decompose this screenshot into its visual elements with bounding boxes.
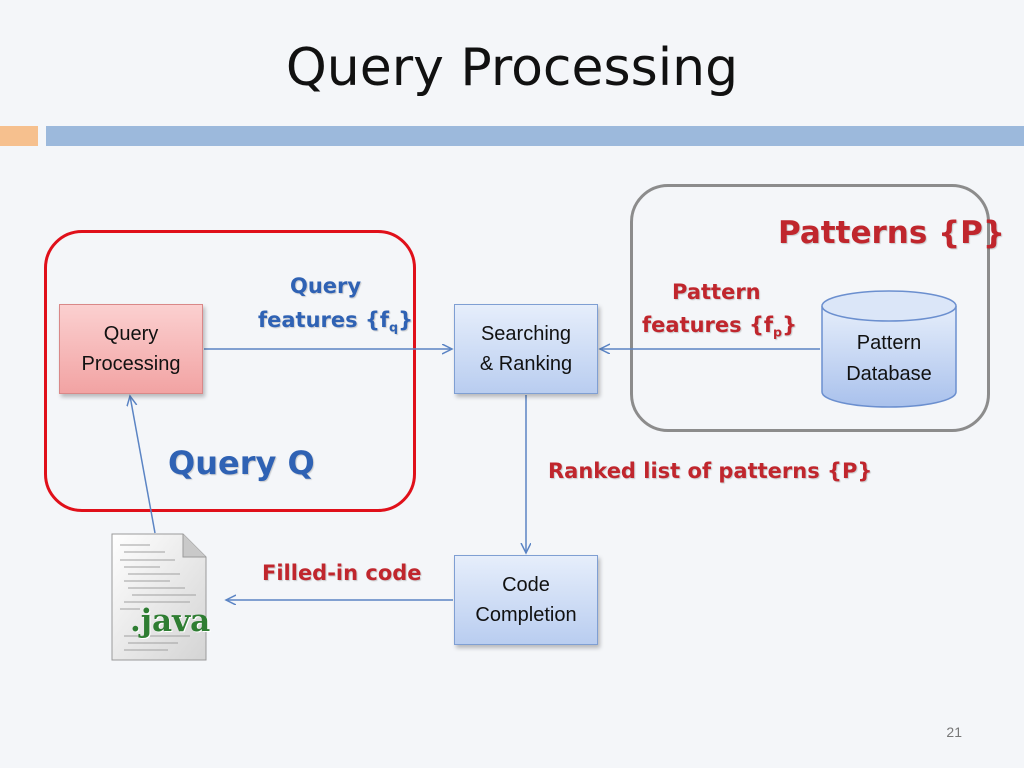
slide-title: Query Processing [285, 38, 739, 98]
patterns-p-label: Patterns {P} [778, 215, 1005, 251]
query-processing-box: Query Processing [59, 304, 203, 394]
pattern-database-line1: Pattern [856, 332, 922, 354]
java-file-label: .java [130, 603, 211, 639]
code-completion-line2: Completion [475, 604, 577, 626]
code-completion-line1: Code [502, 574, 550, 596]
query-processing-line2: Processing [81, 353, 181, 375]
pattern-database-line2: Database [846, 363, 932, 385]
pattern-database-label: Pattern Database [822, 328, 956, 390]
page-number: 21 [946, 724, 962, 740]
searching-ranking-line1: Searching [480, 323, 572, 345]
query-processing-line1: Query [103, 323, 159, 345]
query-features-label-line2: features {fq} [258, 308, 414, 335]
pattern-features-label-line2: features {fp} [642, 313, 798, 340]
filled-in-code-label: Filled-in code [262, 561, 422, 585]
query-region [44, 230, 416, 512]
query-features-label-line1: Query [290, 274, 362, 298]
ranked-list-label: Ranked list of patterns {P} [548, 459, 873, 483]
title-rule-accent [0, 126, 38, 146]
pattern-features-label-line1: Pattern [672, 280, 761, 304]
java-file-icon [111, 533, 207, 661]
title-rule [46, 126, 1024, 146]
query-q-label: Query Q [168, 444, 315, 482]
arrow-file-to-query [130, 396, 156, 534]
database-cylinder-icon [821, 290, 957, 408]
searching-ranking-box: Searching & Ranking [454, 304, 598, 394]
patterns-region [630, 184, 990, 432]
searching-ranking-line2: & Ranking [479, 353, 573, 375]
code-completion-box: Code Completion [454, 555, 598, 645]
